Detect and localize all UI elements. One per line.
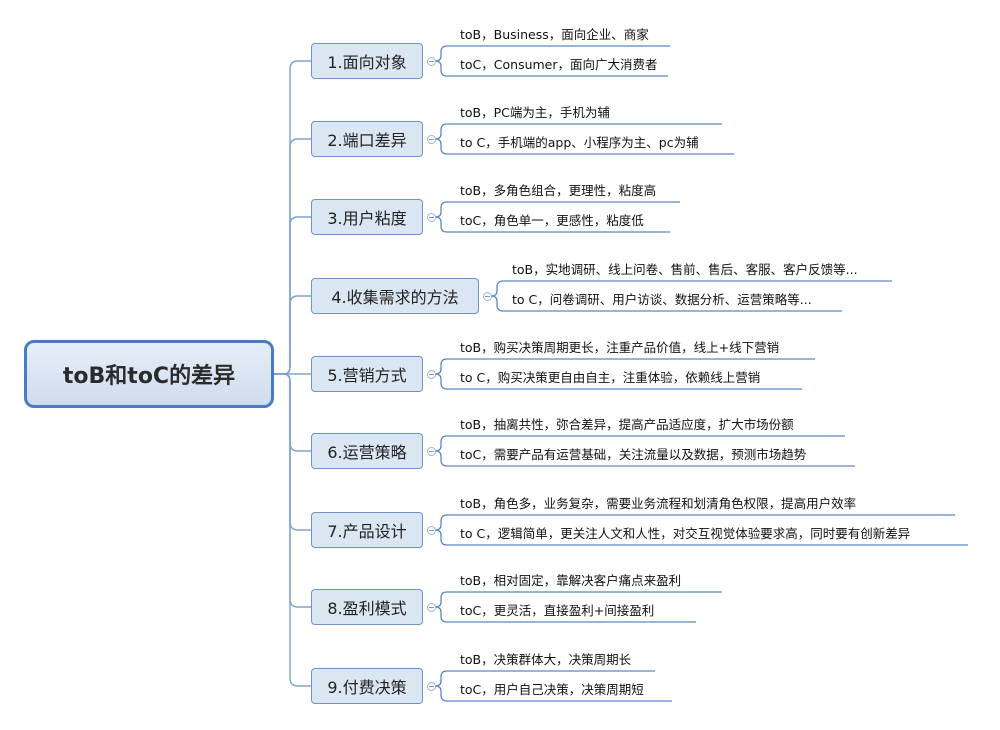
- topic-2[interactable]: 2.端口差异: [311, 121, 423, 157]
- topic-3[interactable]: 3.用户粘度: [311, 199, 423, 235]
- subtopic-1-2[interactable]: toC，Consumer，面向广大消费者: [460, 57, 658, 72]
- subtopic-4-1[interactable]: toB，实地调研、线上问卷、售前、售后、客服、客户反馈等...: [512, 262, 858, 277]
- subtopic-8-1[interactable]: toB，相对固定，靠解决客户痛点来盈利: [460, 573, 682, 588]
- topic-9[interactable]: 9.付费决策: [311, 668, 423, 704]
- leaf-connector: [434, 606, 696, 623]
- topic-1[interactable]: 1.面向对象: [311, 43, 423, 79]
- subtopic-6-2[interactable]: toC，需要产品有运营基础，关注流量以及数据，预测市场趋势: [460, 447, 807, 462]
- collapse-toggle-icon[interactable]: [427, 681, 436, 691]
- collapse-toggle-icon[interactable]: [427, 446, 436, 456]
- subtopic-9-1[interactable]: toB，决策群体大，决策周期长: [460, 652, 632, 667]
- branch-connector: [274, 373, 311, 531]
- leaf-connector: [434, 138, 734, 155]
- leaf-connector: [434, 373, 802, 390]
- subtopic-5-2[interactable]: to C，购买决策更自由自主，注重体验，依赖线上营销: [460, 370, 761, 385]
- topic-7[interactable]: 7.产品设计: [311, 512, 423, 548]
- branch-connector: [274, 373, 311, 608]
- collapse-toggle-icon[interactable]: [427, 525, 436, 535]
- collapse-toggle-icon[interactable]: [483, 291, 492, 301]
- topic-5[interactable]: 5.营销方式: [311, 356, 423, 392]
- subtopic-2-1[interactable]: toB，PC端为主，手机为辅: [460, 105, 610, 120]
- subtopic-7-2[interactable]: to C，逻辑简单，更关注人文和人性，对交互视觉体验要求高，同时要有创新差异: [460, 526, 911, 541]
- leaf-connector: [434, 60, 668, 77]
- subtopic-7-1[interactable]: toB，角色多，业务复杂，需要业务流程和划清角色权限，提高用户效率: [460, 496, 857, 511]
- collapse-toggle-icon[interactable]: [427, 212, 436, 222]
- leaf-connector: [434, 216, 670, 233]
- topic-4[interactable]: 4.收集需求的方法: [311, 278, 479, 314]
- subtopic-3-2[interactable]: toC，角色单一，更感性，粘度低: [460, 213, 644, 228]
- topic-8[interactable]: 8.盈利模式: [311, 589, 423, 625]
- branch-connector: [274, 373, 311, 687]
- leaf-connector: [434, 685, 672, 702]
- subtopic-3-1[interactable]: toB，多角色组合，更理性，粘度高: [460, 183, 657, 198]
- subtopic-9-2[interactable]: toC，用户自己决策，决策周期短: [460, 682, 644, 697]
- root-topic[interactable]: toB和toC的差异: [24, 340, 274, 408]
- branch-connector: [274, 138, 311, 375]
- subtopic-2-2[interactable]: to C，手机端的app、小程序为主、pc为辅: [460, 135, 699, 150]
- collapse-toggle-icon[interactable]: [427, 602, 436, 612]
- topic-6[interactable]: 6.运营策略: [311, 433, 423, 469]
- subtopic-4-2[interactable]: to C，问卷调研、用户访谈、数据分析、运营策略等...: [512, 292, 812, 307]
- subtopic-6-1[interactable]: toB，抽离共性，弥合差异，提高产品适应度，扩大市场份额: [460, 417, 794, 432]
- subtopic-8-2[interactable]: toC，更灵活，直接盈利+间接盈利: [460, 603, 655, 618]
- collapse-toggle-icon[interactable]: [427, 134, 436, 144]
- branch-connector: [274, 373, 311, 452]
- collapse-toggle-icon[interactable]: [427, 369, 436, 379]
- leaf-connector: [434, 529, 968, 546]
- subtopic-5-1[interactable]: toB，购买决策周期更长，注重产品价值，线上+线下营销: [460, 340, 780, 355]
- branch-connector: [274, 295, 311, 375]
- collapse-toggle-icon[interactable]: [427, 56, 436, 66]
- subtopic-1-1[interactable]: toB，Business，面向企业、商家: [460, 27, 649, 42]
- leaf-connector: [490, 295, 842, 312]
- leaf-connector: [434, 450, 855, 467]
